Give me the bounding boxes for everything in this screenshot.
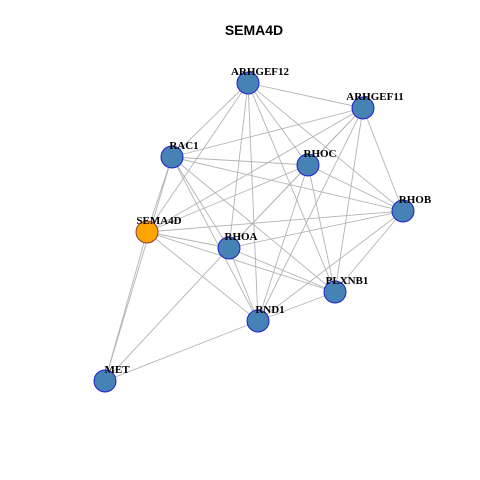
node-met: MET xyxy=(93,364,130,393)
node-rac1: RAC1 xyxy=(160,140,199,169)
edge-rac1-plxnb1 xyxy=(171,156,336,293)
edge-arhgef12-rhoc xyxy=(247,82,309,166)
node-label-rhoc: RHOC xyxy=(304,148,337,160)
node-rhoa: RHOA xyxy=(217,231,258,260)
node-label-rhoa: RHOA xyxy=(225,231,258,243)
edge-rac1-rnd1 xyxy=(171,156,259,322)
node-plxnb1: PLXNB1 xyxy=(323,275,369,304)
node-arhgef11: ARHGEF11 xyxy=(346,91,404,120)
edge-plxnb1-rnd1 xyxy=(257,291,336,322)
node-circle-met xyxy=(93,369,117,393)
diagram-title: SEMA4D xyxy=(225,22,283,38)
node-circle-arhgef12 xyxy=(236,71,260,95)
edge-rhoc-rhoa xyxy=(228,164,309,249)
edge-sema4d-plxnb1 xyxy=(146,231,336,293)
node-label-plxnb1: PLXNB1 xyxy=(326,275,369,287)
edge-arhgef11-rnd1 xyxy=(257,107,364,322)
edge-rhoa-met xyxy=(104,247,230,382)
node-rhob: RHOB xyxy=(391,194,432,223)
node-circle-plxnb1 xyxy=(323,280,347,304)
edge-rhoc-rhob xyxy=(307,164,404,212)
node-arhgef12: ARHGEF12 xyxy=(231,66,290,95)
edge-sema4d-met xyxy=(104,231,148,382)
node-circle-rhob xyxy=(391,199,415,223)
node-rhoc: RHOC xyxy=(296,148,337,177)
node-circle-rhoa xyxy=(217,236,241,260)
edge-rac1-met xyxy=(104,156,173,382)
node-label-met: MET xyxy=(104,364,130,376)
edge-arhgef11-plxnb1 xyxy=(334,107,364,293)
edge-arhgef12-arhgef11 xyxy=(247,82,364,109)
edge-rhob-rhoa xyxy=(228,210,404,249)
edge-rac1-rhoa xyxy=(171,156,230,249)
edge-rhob-sema4d xyxy=(146,210,404,233)
edge-rhoa-rnd1 xyxy=(228,247,259,322)
edge-rhob-rnd1 xyxy=(257,210,404,322)
edge-arhgef12-sema4d xyxy=(146,82,249,233)
node-label-rac1: RAC1 xyxy=(169,140,198,152)
edge-arhgef12-rac1 xyxy=(171,82,249,158)
edge-arhgef11-sema4d xyxy=(146,107,364,233)
edge-rhob-plxnb1 xyxy=(334,210,404,293)
edge-rnd1-met xyxy=(104,320,259,382)
edge-arhgef11-rac1 xyxy=(171,107,364,158)
edge-rac1-rhob xyxy=(171,156,404,212)
edge-sema4d-rhoa xyxy=(146,231,230,249)
node-circle-rnd1 xyxy=(246,309,270,333)
node-sema4d: SEMA4D xyxy=(135,215,182,244)
node-rnd1: RND1 xyxy=(246,304,285,333)
edge-layer xyxy=(104,82,404,382)
edge-rac1-rhoc xyxy=(171,156,309,166)
node-circle-rhoc xyxy=(296,153,320,177)
node-label-arhgef11: ARHGEF11 xyxy=(346,91,403,103)
node-label-arhgef12: ARHGEF12 xyxy=(231,66,290,78)
node-label-rnd1: RND1 xyxy=(255,304,284,316)
node-circle-arhgef11 xyxy=(351,96,375,120)
edge-arhgef12-plxnb1 xyxy=(247,82,336,293)
edge-rhoa-plxnb1 xyxy=(228,247,336,293)
node-circle-rac1 xyxy=(160,145,184,169)
edge-arhgef11-rhob xyxy=(362,107,404,212)
node-label-rhob: RHOB xyxy=(399,194,432,206)
edge-rhoc-sema4d xyxy=(146,164,309,233)
node-circle-sema4d xyxy=(135,220,159,244)
node-label-sema4d: SEMA4D xyxy=(136,215,181,227)
edge-arhgef12-rnd1 xyxy=(247,82,259,322)
edge-rhoc-rnd1 xyxy=(257,164,309,322)
edge-arhgef12-rhoa xyxy=(228,82,249,249)
